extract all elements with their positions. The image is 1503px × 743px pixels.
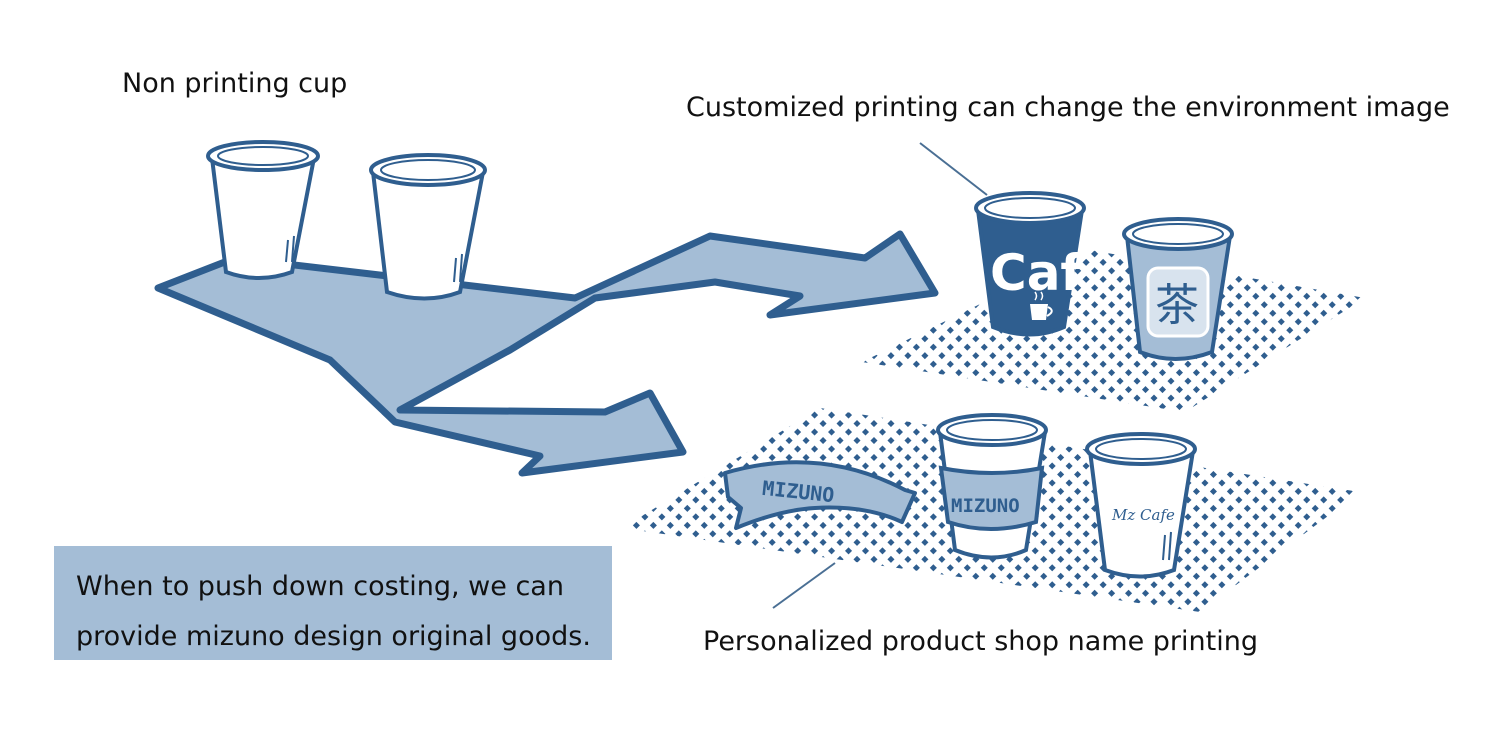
cafe-cup-text: Caf — [990, 244, 1083, 302]
personalized-printing-label: Personalized product shop name printing — [703, 626, 1258, 657]
logo-cup-text: Mz Cafe — [1111, 506, 1175, 524]
cost-note-line1: When to push down costing, we can — [76, 571, 564, 602]
pointer-line-top — [919, 142, 988, 196]
sleeve-flat: MIZUNO — [723, 460, 917, 530]
logo-cup: Mz Cafe — [1085, 432, 1197, 579]
pointer-line-bottom — [772, 562, 836, 609]
sleeve-cup-text: MIZUNO — [951, 495, 1020, 517]
dotted-mat-top — [862, 250, 1365, 412]
cost-note-box: When to push down costing, we can provid… — [54, 546, 612, 660]
non-printing-label: Non printing cup — [122, 68, 348, 99]
sleeve-cup: MIZUNO — [936, 413, 1048, 560]
cup-icon — [206, 140, 320, 280]
cafe-cup: Caf — [974, 191, 1086, 337]
customized-printing-label: Customized printing can change the envir… — [686, 92, 1450, 123]
arrow-icon — [154, 230, 939, 477]
coffee-cup-icon — [1030, 291, 1053, 320]
cost-note-line2: provide mizuno design original goods. — [76, 621, 591, 652]
tea-label — [1146, 266, 1210, 338]
cup-icon — [369, 153, 487, 301]
tea-cup: 茶 — [1122, 217, 1234, 361]
tea-cup-text: 茶 — [1155, 280, 1199, 331]
